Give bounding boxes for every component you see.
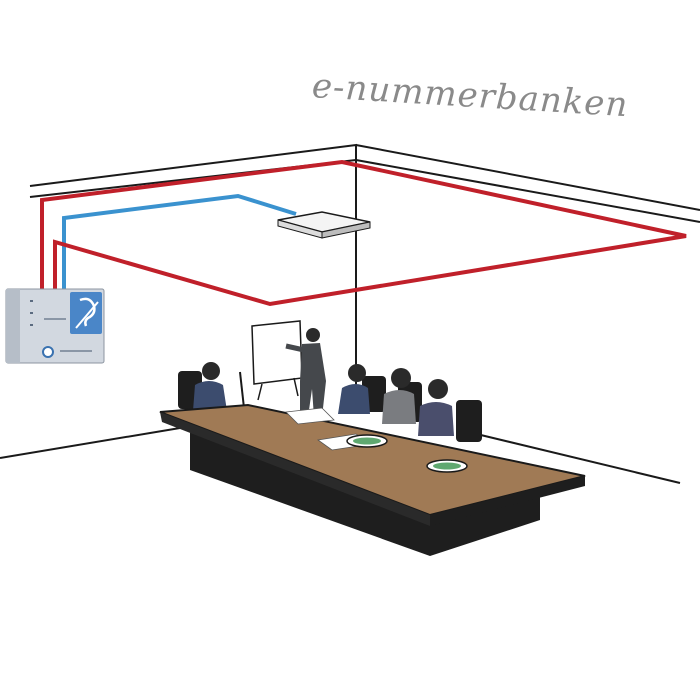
floor-left-edge (0, 427, 181, 459)
room-walls (0, 143, 700, 484)
document-icon (285, 407, 335, 425)
participant-figure (382, 368, 416, 424)
hearing-loop-amplifier-icon (5, 288, 105, 364)
seated-participants (178, 362, 482, 442)
participant-figure (338, 364, 370, 414)
participant-figure (193, 362, 227, 411)
conference-table (159, 403, 586, 556)
table-edge (160, 412, 430, 526)
ceiling-unit-icon (277, 211, 371, 239)
ceiling-right-edge (355, 144, 700, 211)
flipchart-icon (251, 320, 303, 401)
ceiling-right-edge-inner (355, 159, 700, 223)
participant-figure (418, 379, 454, 436)
loop-wire-outer (40, 159, 687, 307)
presenter-figure (285, 328, 326, 417)
signal-cable (62, 193, 297, 290)
floor-right-edge (459, 429, 681, 484)
microphone-icon (239, 371, 245, 409)
induction-loop (40, 159, 687, 307)
